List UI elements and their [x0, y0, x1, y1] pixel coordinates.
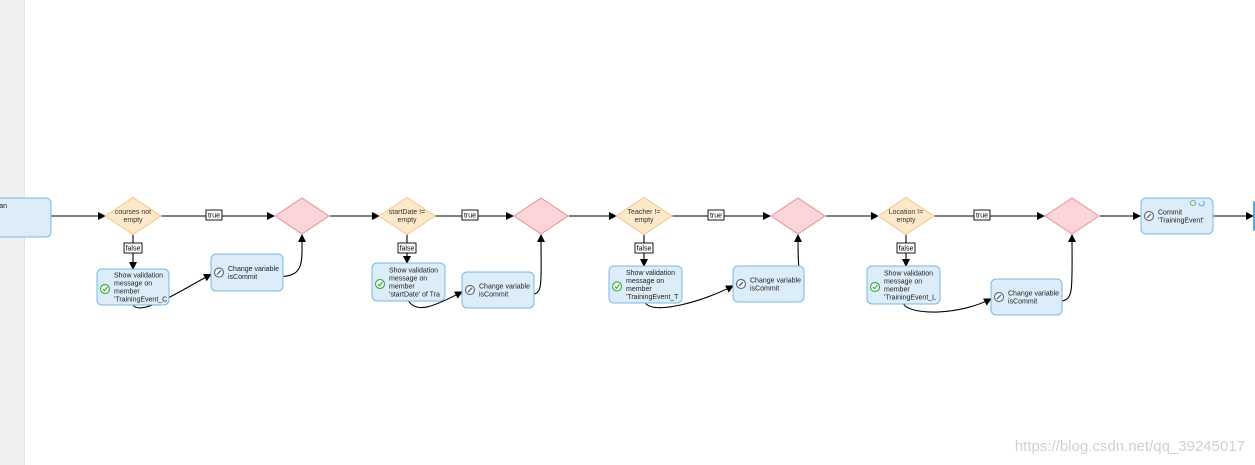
merge-3[interactable] [770, 197, 826, 235]
svg-text:false: false [899, 246, 914, 253]
decision-3[interactable]: Teacher !=empty [615, 196, 673, 236]
change-icon [993, 291, 1005, 303]
node-label: Location !=empty [889, 209, 923, 224]
flow-validation-to-change-3[interactable] [645, 285, 734, 309]
svg-text:true: true [976, 213, 988, 220]
merge-4[interactable] [1044, 197, 1100, 235]
svg-text:true: true [710, 213, 722, 220]
decision-4[interactable]: Location !=empty [877, 196, 935, 236]
refresh-icon [1189, 199, 1205, 207]
true-label-1: true [205, 209, 223, 221]
svg-text:false: false [400, 246, 415, 253]
flow-change-to-merge-2[interactable] [533, 234, 546, 295]
validation-icon [611, 281, 623, 292]
true-label-2: true [461, 209, 479, 221]
node-label: startDate !=empty [389, 209, 425, 224]
validation-icon [374, 278, 386, 290]
start-activity[interactable]: ooleant' [0, 197, 52, 238]
svg-text:false: false [126, 246, 141, 253]
flag-layer: true false true false true false true false [123, 209, 991, 254]
change-icon [1143, 210, 1155, 222]
validation-icon [99, 283, 111, 295]
node-label: ooleant' [0, 203, 7, 226]
true-label-3: true [707, 209, 725, 221]
flow-change-to-merge-4[interactable] [1061, 234, 1077, 302]
svg-text:true: true [208, 213, 220, 220]
false-label-4: false [896, 242, 916, 254]
node-label: Teacher !=empty [628, 209, 661, 224]
svg-text:false: false [637, 246, 652, 253]
merge-1[interactable] [274, 197, 330, 235]
false-label-1: false [123, 242, 143, 254]
svg-text:true: true [464, 213, 476, 220]
merge-2[interactable] [513, 197, 569, 235]
node-label: Commit'TrainingEvent' [1158, 210, 1204, 225]
change-icon [464, 284, 476, 296]
validation-icon [869, 281, 881, 293]
flow-validation-to-change-4[interactable] [903, 298, 992, 313]
commit-action[interactable]: Commit'TrainingEvent' [1140, 197, 1214, 235]
true-label-4: true [973, 209, 991, 221]
decision-2[interactable]: startDate !=empty [378, 196, 436, 236]
flow-change-to-merge-1[interactable] [282, 234, 307, 278]
watermark: https://blog.csdn.net/qq_39245017 [1014, 438, 1245, 455]
flow-validation-to-change-2[interactable] [408, 291, 463, 309]
change-icon [735, 278, 747, 290]
change-icon [213, 267, 225, 278]
false-label-3: false [634, 242, 654, 254]
false-label-2: false [397, 242, 417, 254]
